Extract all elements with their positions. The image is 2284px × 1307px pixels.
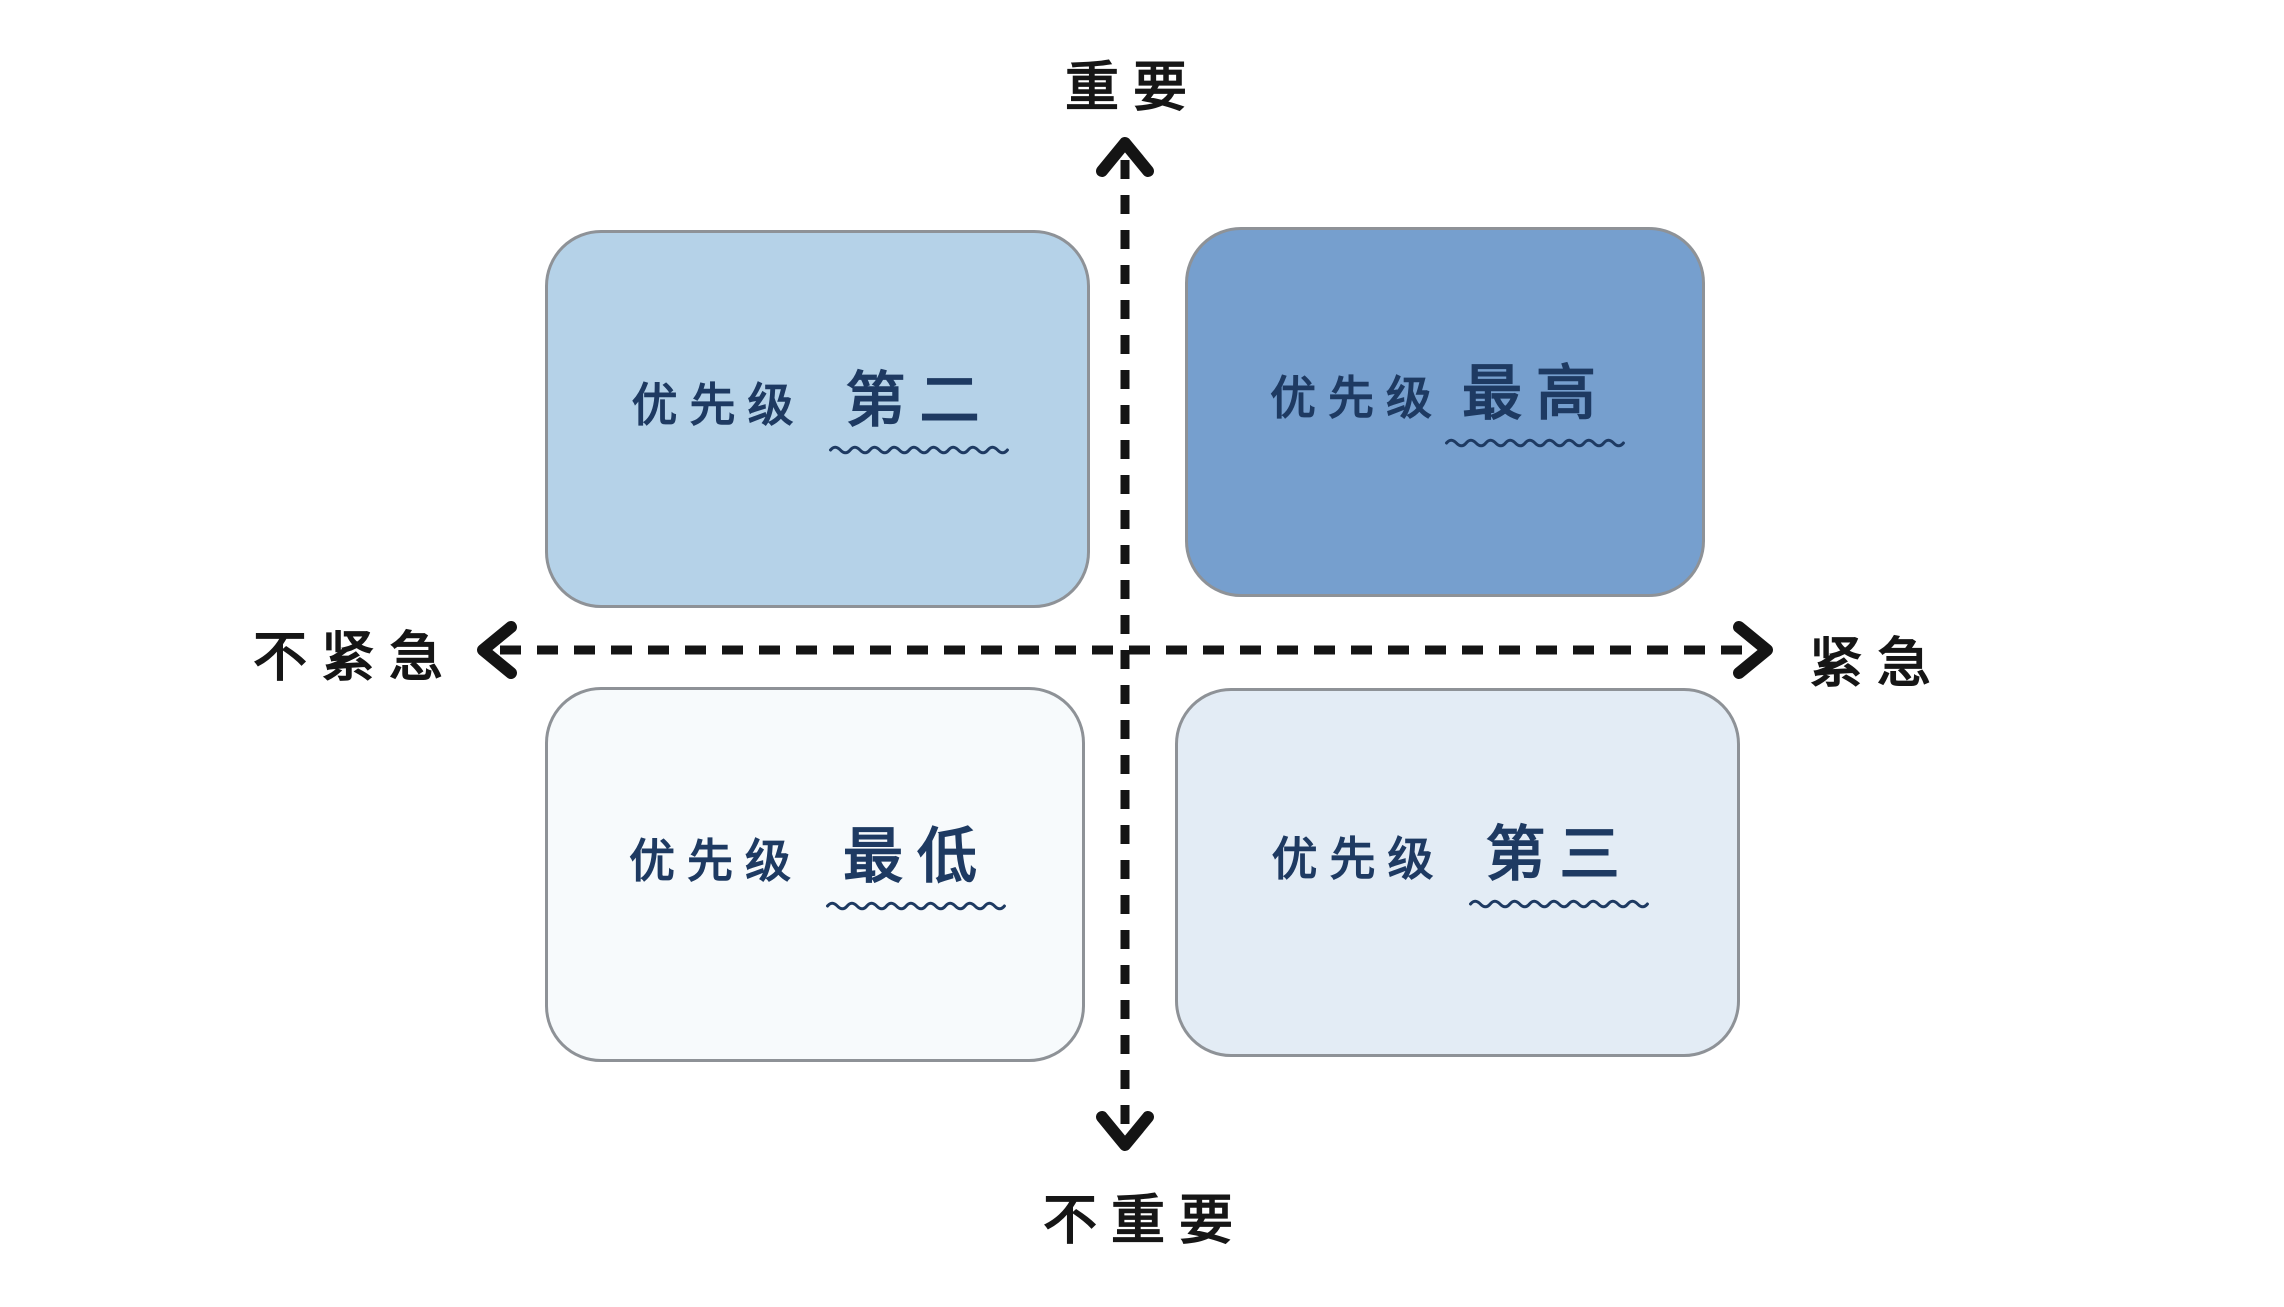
quadrant-label: 优先级 第二 [632, 369, 1004, 457]
quadrant-prefix: 优先级 [629, 833, 803, 888]
arrow-right-icon [1733, 621, 1773, 679]
quadrant-prefix: 优先级 [1270, 371, 1444, 425]
quadrant-bottom-left: 优先级 最低 [545, 687, 1085, 1062]
quadrant-label: 优先级 最低 [629, 825, 1001, 913]
wavy-underline-icon [1469, 897, 1650, 911]
wavy-underline-icon [1445, 436, 1626, 450]
wavy-underline-icon [826, 899, 1007, 913]
quadrant-prefix: 优先级 [1271, 831, 1446, 886]
axis-label-not-important: 不重要 [1043, 1188, 1247, 1252]
axis-label-urgent: 紧急 [1809, 631, 1945, 695]
axis-label-not-urgent: 不紧急 [253, 625, 457, 689]
quadrant-prefix: 优先级 [631, 378, 806, 432]
quadrant-priority: 最低 [843, 821, 991, 892]
arrow-down-icon [1096, 1111, 1154, 1151]
quadrant-priority: 第二 [845, 366, 994, 436]
quadrant-label: 优先级 第三 [1272, 823, 1644, 911]
quadrant-priority-group: 第三 [1476, 819, 1644, 911]
quadrant-priority: 最高 [1462, 359, 1610, 429]
quadrant-top-right: 优先级 最高 [1185, 227, 1705, 597]
quadrant-priority-group: 最低 [833, 821, 1001, 913]
quadrant-priority: 第三 [1485, 819, 1634, 890]
quadrant-top-left: 优先级 第二 [545, 230, 1090, 608]
quadrant-bottom-right: 优先级 第三 [1175, 688, 1740, 1057]
axis-label-important: 重要 [1065, 55, 1201, 119]
quadrant-priority-group: 最高 [1452, 363, 1620, 450]
quadrant-priority-group: 第二 [836, 370, 1004, 457]
arrow-up-icon [1096, 137, 1154, 177]
arrow-left-icon [477, 621, 517, 679]
quadrant-label: 优先级 最高 [1270, 362, 1620, 450]
wavy-underline-icon [829, 443, 1010, 457]
